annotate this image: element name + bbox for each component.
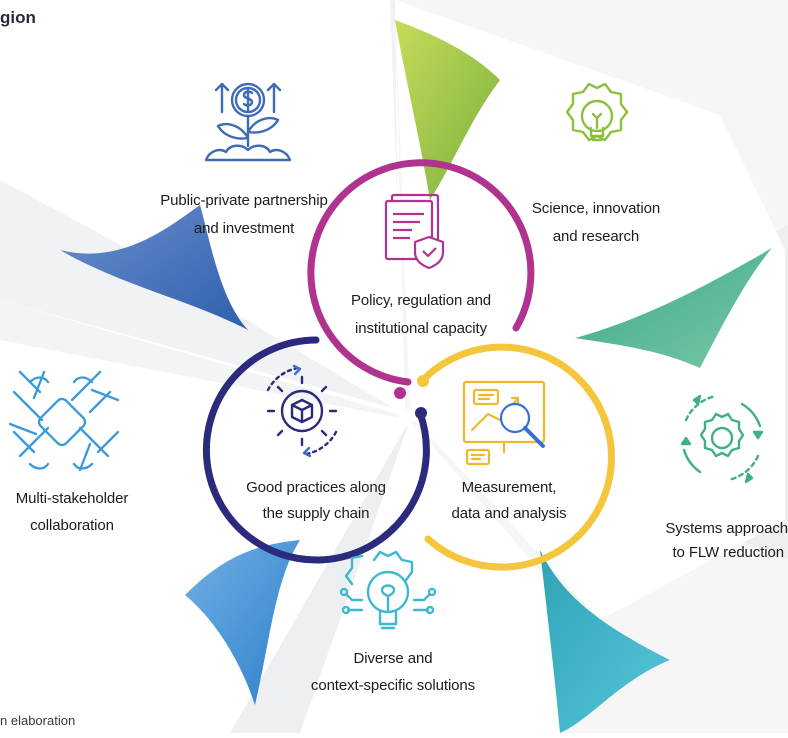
practices-label-line2: the supply chain [263, 505, 370, 522]
practices-circle-dot [415, 407, 427, 419]
header-fragment: gion [0, 8, 36, 27]
policy-circle-dot [394, 387, 406, 399]
multi-label: Multi-stakeholder collaboration [16, 490, 129, 534]
multi-label-line1: Multi-stakeholder [16, 490, 129, 507]
ppp-label: Public-private partnership and investmen… [160, 192, 328, 237]
ppp-label-line1: Public-private partnership [160, 192, 327, 209]
policy-label-line2: institutional capacity [355, 320, 488, 337]
diverse-label-line2: context-specific solutions [311, 677, 475, 694]
measurement-label-line1: Measurement, [462, 479, 557, 496]
cyan-fold [540, 550, 670, 733]
circuit-bulb-icon [339, 550, 437, 630]
practices-label: Good practices along the supply chain [246, 479, 386, 522]
systems-label-line2: to FLW reduction [672, 544, 784, 561]
practices-circle [202, 336, 430, 564]
cube-gear-icon [266, 364, 338, 458]
science-label-line2: and research [553, 228, 639, 245]
gear-bulb-icon [565, 82, 629, 142]
diverse-label-line1: Diverse and [354, 650, 433, 667]
navy-blue-fold [60, 205, 248, 330]
header-title-fragment: gion [0, 8, 36, 27]
colored-folds [60, 20, 772, 733]
science-label-line1: Science, innovation [532, 200, 660, 217]
science-label: Science, innovation and research [532, 200, 660, 245]
policy-label-line1: Policy, regulation and [351, 292, 491, 309]
diverse-label: Diverse and context-specific solutions [311, 650, 475, 694]
measurement-circle [419, 343, 615, 571]
cycle-gear-icon [680, 394, 764, 484]
measurement-label: Measurement, data and analysis [451, 479, 566, 522]
multi-label-line2: collaboration [30, 517, 114, 534]
ppp-label-line2: and investment [194, 220, 295, 237]
measurement-circle-dot [417, 375, 429, 387]
policy-label: Policy, regulation and institutional cap… [351, 292, 491, 337]
green-fold [395, 20, 500, 200]
systems-label-line1: Systems approach [665, 520, 788, 537]
teal-fold [575, 248, 772, 368]
money-plant-icon [204, 82, 292, 162]
measurement-label-line2: data and analysis [451, 505, 566, 522]
light-blue-fold [185, 540, 300, 705]
policy-circle [307, 159, 535, 386]
chart-magnifier-icon [462, 380, 546, 466]
practices-label-line1: Good practices along [246, 479, 386, 496]
source-note-fragment: n elaboration [0, 713, 75, 728]
systems-label: Systems approach to FLW reduction [665, 520, 788, 561]
document-shield-icon [384, 193, 445, 270]
center-circles [202, 159, 615, 571]
joined-hands-icon [8, 370, 120, 472]
